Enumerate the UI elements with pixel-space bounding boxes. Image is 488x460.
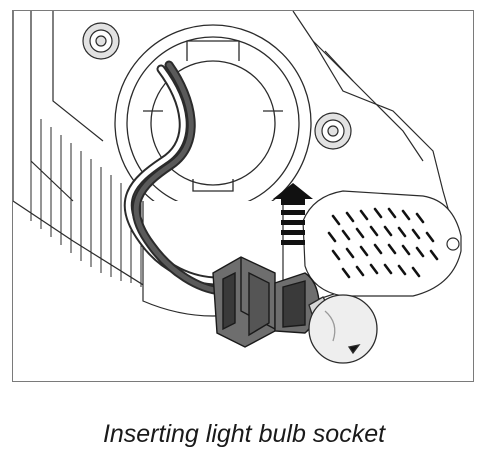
light-bulb bbox=[308, 294, 378, 364]
vent-panel bbox=[302, 190, 462, 297]
mounting-boss-top bbox=[82, 22, 120, 60]
bulb-socket-illustration bbox=[13, 11, 462, 364]
wire-harness bbox=[123, 60, 226, 296]
bulb-socket-connector bbox=[212, 256, 320, 348]
mounting-boss-right bbox=[314, 112, 352, 150]
vent-slots bbox=[327, 207, 439, 279]
illustration-frame bbox=[12, 10, 474, 382]
up-arrow-icon bbox=[273, 183, 313, 245]
figure-caption: Inserting light bulb socket bbox=[102, 420, 386, 448]
